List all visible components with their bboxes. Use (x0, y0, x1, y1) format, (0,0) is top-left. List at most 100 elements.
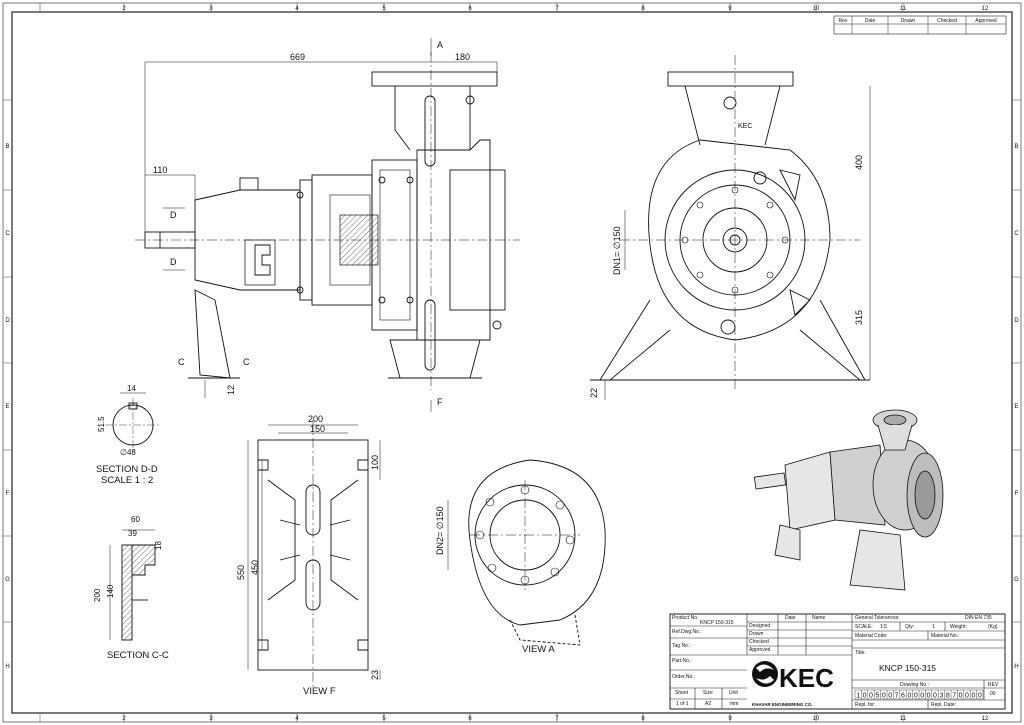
col-label: 12 (982, 6, 989, 12)
ref-dwg-label: Ref.Dwg.No.: (672, 629, 702, 635)
row-label: F (1015, 491, 1019, 497)
unit-label: Unit (729, 690, 738, 696)
tolerances-value: DIN EN 735 (965, 615, 992, 621)
side-view (135, 52, 520, 390)
row-label: B (5, 144, 9, 150)
drawing-number-digits: 1 0 0 5 0 0 7 6 0 0 0 0 0 3 8 7 0 0 0 0 (856, 693, 982, 700)
drawing-no-digit: 0 (914, 693, 918, 700)
drawing-no-digit: 7 (895, 693, 899, 700)
material-no-label: Material No.: (931, 633, 960, 639)
drawing-no-digit: 0 (971, 693, 975, 700)
dim-23: 23 (370, 670, 380, 680)
tag-no-label: Tag No.: (672, 643, 691, 649)
sheet-label: Sheet (675, 690, 689, 696)
tolerances-label: General Tolerances: (855, 615, 900, 621)
drawing-no-digit: 0 (863, 693, 867, 700)
dim-39: 39 (128, 529, 137, 538)
dim-140: 140 (106, 584, 115, 598)
front-view: KEC (590, 55, 870, 390)
sign-row-drawn: Drawn (749, 631, 764, 637)
product-no-label: Product No. (672, 615, 699, 621)
sign-col-date: Date (785, 615, 796, 621)
drawing-no-digit: 0 (965, 693, 969, 700)
dim-450: 450 (250, 560, 260, 575)
scale-value: 1:5 (880, 624, 887, 630)
front-view-brand-mark: KEC (738, 123, 752, 130)
section-cc (109, 529, 156, 641)
drawing-no-digit: 7 (952, 693, 956, 700)
col-label: 8 (641, 716, 645, 722)
col-label: 4 (295, 716, 299, 722)
drawing-no-digit: 0 (882, 693, 886, 700)
section-cc-labels: 60 39 18 200 140 SECTION C-C (93, 515, 169, 661)
sign-row-checked: Checked (749, 639, 769, 645)
size-label: Size (703, 690, 713, 696)
dim-48: ∅48 (120, 448, 136, 457)
row-label: D (5, 318, 10, 324)
border-row-labels: B C D E F G H B C D E F G H (5, 144, 1019, 670)
dim-150-vf: 150 (310, 424, 325, 434)
sign-row-designed: Designed (749, 623, 771, 629)
border-column-labels: 2 3 4 5 6 7 8 9 10 11 12 2 3 4 5 6 7 8 9… (122, 6, 989, 722)
view-f (257, 420, 369, 690)
front-view-dimensions (604, 86, 871, 400)
col-label: 9 (728, 6, 732, 12)
col-label: 4 (295, 6, 299, 12)
revision-table: Rev Date Drawn Checked Approved (833, 15, 1007, 35)
col-label: 10 (813, 6, 820, 12)
dim-51-5: 51.5 (97, 416, 106, 432)
drawing-no-label: Drawing No.: (900, 682, 929, 688)
qty-label: Qty: (905, 624, 915, 630)
view-arrow-f: F (437, 397, 443, 407)
dim-315: 315 (854, 310, 864, 325)
dim-12: 12 (226, 385, 236, 395)
material-code-label: Material Code: (855, 633, 888, 639)
dim-550: 550 (236, 565, 246, 580)
dim-60: 60 (131, 515, 140, 524)
sheet-value: 1 of 1 (676, 701, 689, 707)
col-label: 3 (209, 716, 213, 722)
col-label: 7 (555, 716, 559, 722)
row-label: C (1014, 231, 1019, 237)
dim-110: 110 (153, 165, 167, 175)
row-label: G (1014, 577, 1019, 583)
drawing-no-digit: 0 (927, 693, 931, 700)
dim-22: 22 (589, 388, 599, 398)
title-block (669, 613, 1006, 710)
row-label: H (1014, 664, 1018, 670)
view-f-dimensions (247, 424, 381, 680)
row-label: H (5, 664, 9, 670)
dim-400: 400 (854, 155, 864, 170)
order-no-label: Order.No.: (672, 674, 696, 680)
size-value: A2 (705, 701, 712, 707)
drawing-no-digit: 3 (939, 693, 943, 700)
drawing-no-digit: 0 (959, 693, 963, 700)
section-dd (105, 392, 160, 452)
col-label: 7 (555, 6, 559, 12)
col-label: 9 (728, 716, 732, 722)
repl-date-label: Repl. Date: (931, 702, 957, 708)
section-cc-title: SECTION C-C (107, 650, 169, 661)
border-grid-ticks (3, 3, 1021, 722)
isometric-view (753, 409, 944, 591)
col-label: 2 (122, 6, 126, 12)
drawing-no-digit: 0 (869, 693, 873, 700)
view-a-title: VIEW A (522, 644, 555, 655)
row-label: E (1014, 404, 1018, 410)
dim-14: 14 (127, 384, 136, 393)
drawing-no-digit: 0 (978, 693, 982, 700)
rev-header: Drawn (901, 18, 916, 24)
sign-row-approved: Approved (749, 647, 771, 653)
row-label: F (6, 491, 10, 497)
view-f-labels: 200 150 100 550 450 23 VIEW F (236, 414, 380, 697)
dim-18: 18 (154, 541, 163, 550)
row-label: B (1014, 144, 1018, 150)
cut-marker-c-left: C (178, 357, 185, 367)
cut-marker-c-right: C (243, 357, 250, 367)
digit-boxes (854, 689, 984, 700)
col-label: 6 (468, 716, 472, 722)
logo-subtitle: KHAVAR ENGINEERING CO. (752, 702, 813, 707)
weight-label: Weight: (950, 624, 967, 630)
col-label: 5 (382, 6, 386, 12)
